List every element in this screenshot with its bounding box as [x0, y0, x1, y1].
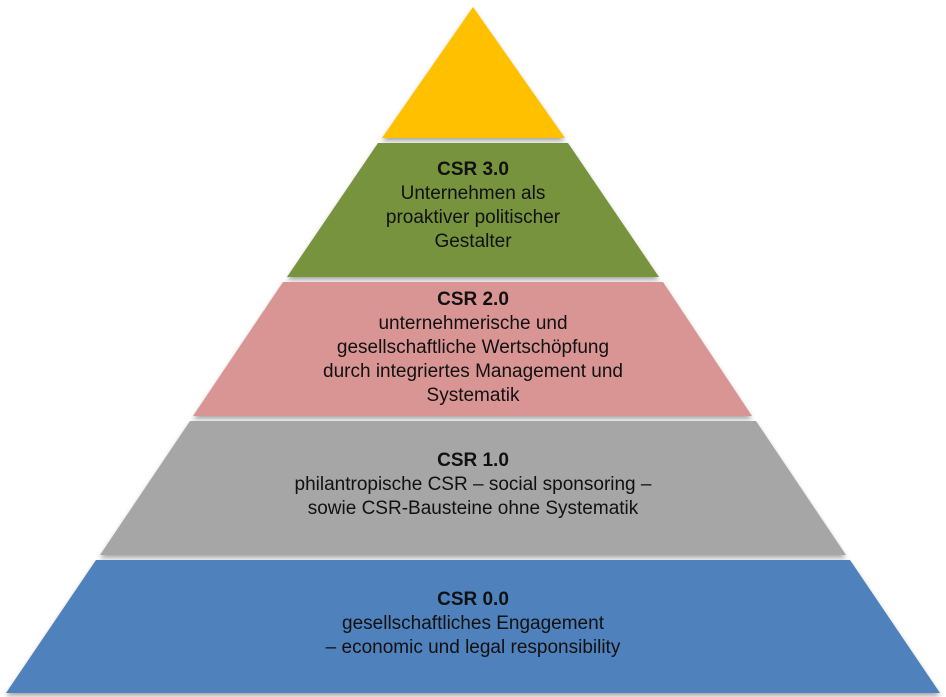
pyramid-apex [382, 7, 565, 138]
layer-line: Unternehmen als [400, 183, 546, 204]
layer-line: gesellschaftliche Wertschöpfung [336, 337, 610, 358]
layer-line: unternehmerische und [378, 313, 568, 334]
layer-heading: CSR 1.0 [437, 450, 509, 471]
layer-line: proaktiver politischer [385, 207, 561, 228]
layer-line: – economic und legal responsibility [325, 637, 621, 658]
pyramid-layer-csr-2 [193, 282, 752, 416]
pyramid-layer-csr-0 [6, 560, 940, 693]
layer-text-csr-2: CSR 2.0 unternehmerische und gesellschaf… [0, 288, 946, 408]
layer-text-csr-0: CSR 0.0 gesellschaftliches Engagement – … [0, 588, 946, 660]
layer-heading: CSR 0.0 [437, 589, 509, 610]
layer-line: Gestalter [434, 231, 512, 252]
layer-line: Systematik [426, 385, 520, 406]
pyramid-layer-csr-3 [287, 143, 659, 277]
layer-heading: CSR 3.0 [437, 159, 509, 180]
layer-line: sowie CSR-Bausteine ohne Systematik [307, 498, 639, 519]
layer-text-csr-1: CSR 1.0 philantropische CSR – social spo… [0, 449, 946, 521]
layer-line: gesellschaftliches Engagement [342, 613, 604, 634]
layer-line: durch integriertes Management und [323, 361, 623, 382]
pyramid-layer-csr-1 [100, 421, 846, 555]
layer-heading: CSR 2.0 [437, 289, 509, 310]
layer-line: philantropische CSR – social sponsoring … [294, 474, 652, 495]
layer-text-csr-3: CSR 3.0 Unternehmen als proaktiver polit… [0, 158, 946, 254]
